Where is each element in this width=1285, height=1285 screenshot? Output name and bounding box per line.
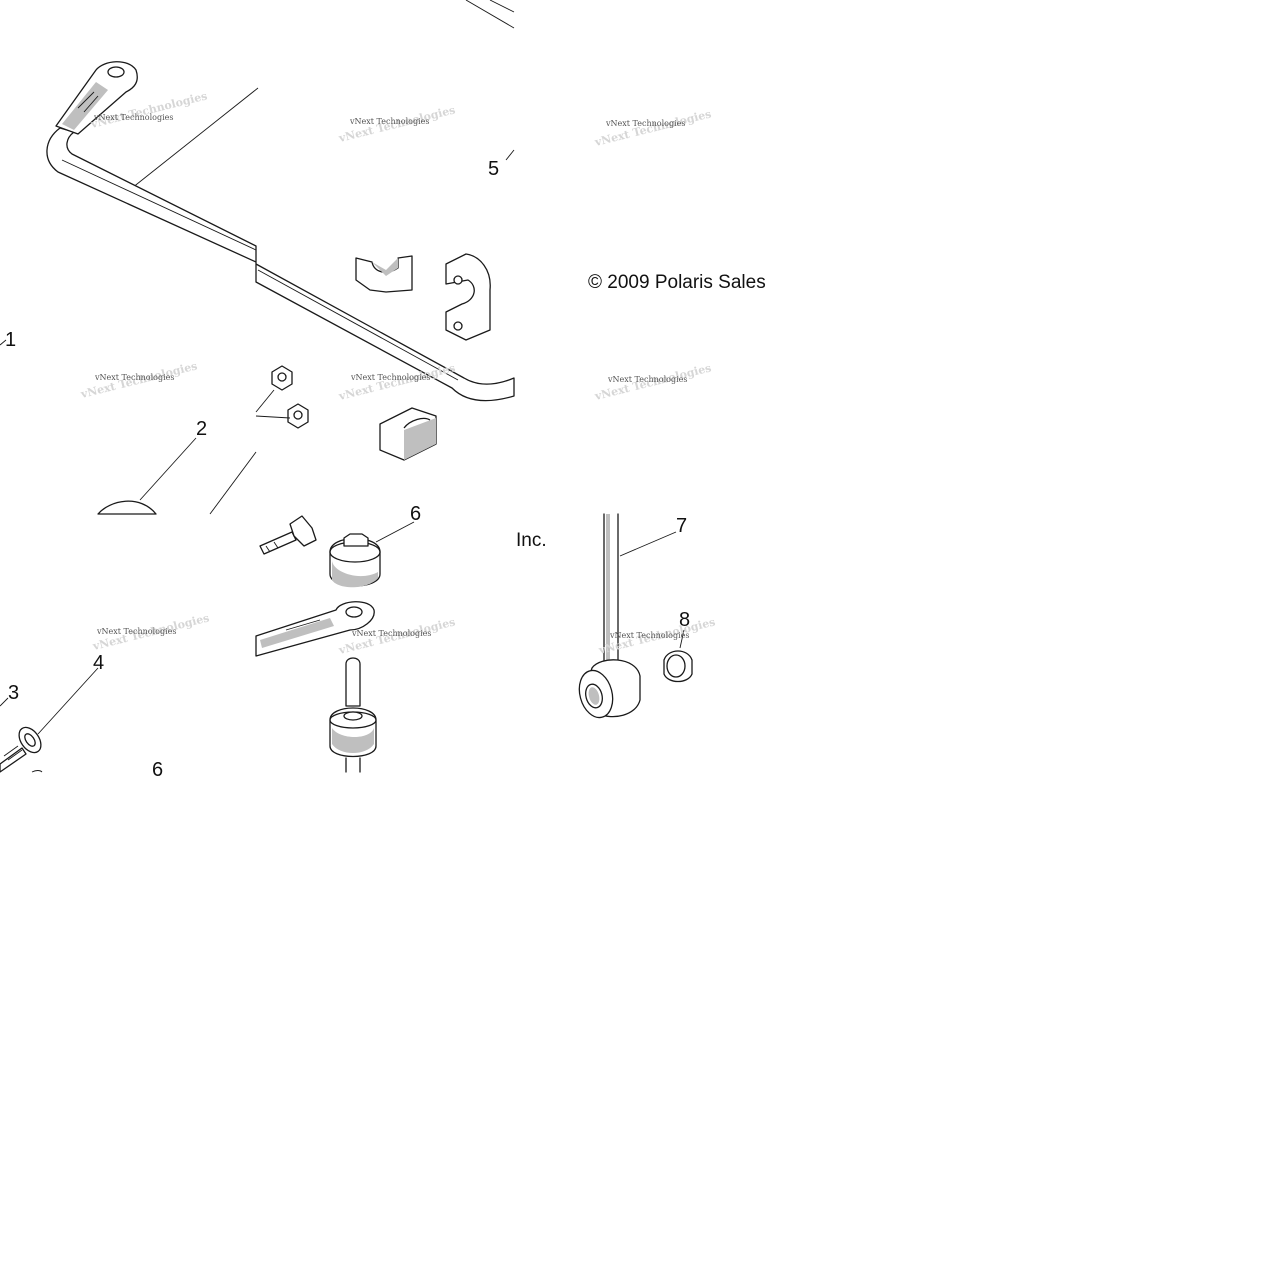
watermark: vNext Technologies [93, 113, 173, 122]
watermark: vNext Technologies [607, 375, 687, 384]
callout-5: 5 [488, 158, 499, 180]
bushing-lower [379, 407, 437, 461]
flange-nut-1 [271, 365, 293, 391]
watermark: vNext Technologies [349, 117, 429, 126]
bolt [0, 726, 42, 773]
callout-8: 8 [679, 609, 690, 631]
bushing-cup [329, 533, 381, 588]
watermark: vNext Technologies [605, 119, 685, 128]
callout-4: 4 [93, 652, 104, 674]
callout-7: 7 [676, 515, 687, 537]
watermark-ghost: vNext Technologies [593, 107, 713, 149]
watermark: vNext Technologies [609, 631, 689, 640]
watermark: vNext Technologies [94, 373, 174, 382]
flange-nut-2 [287, 403, 309, 429]
stabilizer-link-rod [578, 513, 641, 719]
bushing-upper [355, 255, 413, 293]
callout-3: 3 [8, 682, 19, 704]
watermark-ghost: vNext Technologies [337, 361, 457, 403]
copyright-line1: © 2009 Polaris Sales [588, 272, 766, 293]
washer-bushing [663, 650, 693, 683]
watermark: vNext Technologies [351, 629, 431, 638]
callout-6-partial: 6 [410, 503, 421, 525]
callout-1: 1 [5, 329, 16, 351]
end-link-arm [255, 601, 375, 657]
callout-6: 6 [152, 759, 163, 781]
watermark: vNext Technologies [96, 627, 176, 636]
stabilizer-bar [46, 61, 515, 402]
diagram-tile-bottom-middle: vNext Technologies vNext Technologies 6 … [255, 503, 547, 773]
copyright-line2: Inc. [516, 530, 547, 551]
diagram-tile-top-left: vNext Technologies vNext Technologies vN… [0, 0, 515, 515]
bushing-bracket [445, 253, 491, 341]
stud [329, 657, 377, 773]
diagram-tile-bottom-left: vNext Technologies vNext Technologies 3 … [0, 611, 211, 781]
diagram-tile-top-right: vNext Technologies vNext Technologies vN… [588, 107, 766, 403]
diagram-tile-bottom-right: vNext Technologies vNext Technologies 7 … [578, 513, 717, 719]
callout-2: 2 [196, 418, 207, 440]
watermark: vNext Technologies [350, 373, 430, 382]
bolt-small [259, 515, 317, 555]
